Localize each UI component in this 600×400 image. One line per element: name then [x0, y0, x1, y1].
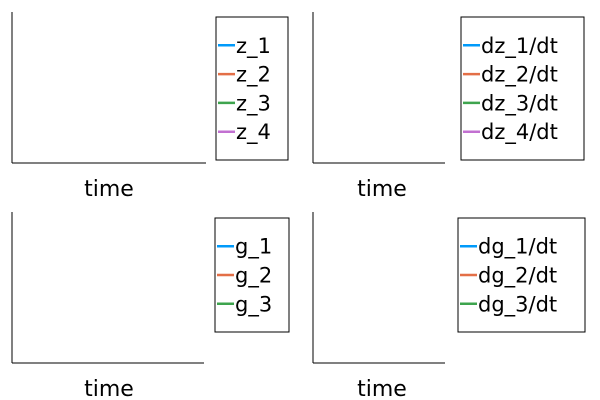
x-axis-label: time [84, 377, 134, 400]
legend-box [457, 217, 586, 333]
legend-label: dg_3/dt [478, 292, 557, 317]
legend-label: dg_1/dt [478, 235, 557, 260]
subplot-1: time z_1 z_2 z_3 z_4 [11, 12, 289, 202]
legend: z_1 z_2 z_3 z_4 [215, 16, 289, 161]
legend-label: z_2 [236, 63, 271, 88]
legend: g_1 g_2 g_3 [214, 217, 290, 333]
legend-label: z_4 [236, 120, 271, 145]
legend-box [460, 16, 585, 161]
legend-label: g_3 [235, 292, 272, 317]
legend: dz_1/dt dz_2/dt dz_3/dt dz_4/dt [460, 16, 585, 161]
legend-label: dz_3/dt [481, 91, 558, 116]
legend-box [215, 16, 289, 161]
legend-label: dz_2/dt [481, 63, 558, 88]
x-axis-label: time [357, 177, 407, 202]
legend: dg_1/dt dg_2/dt dg_3/dt [457, 217, 586, 333]
legend-label: z_3 [236, 91, 271, 116]
legend-label: z_1 [236, 34, 271, 59]
legend-label: dz_1/dt [481, 34, 558, 59]
subplot-4: time dg_1/dt dg_2/dt dg_3/dt [312, 212, 586, 400]
legend-label: g_1 [235, 235, 272, 260]
legend-label: g_2 [235, 264, 272, 289]
x-axis-label: time [84, 177, 134, 202]
legend-label: dg_2/dt [478, 264, 557, 289]
legend-label: dz_4/dt [481, 120, 558, 145]
subplot-2: time dz_1/dt dz_2/dt dz_3/dt dz_4/dt [312, 12, 585, 202]
subplot-3: time g_1 g_2 g_3 [11, 212, 290, 400]
x-axis-label: time [357, 377, 407, 400]
